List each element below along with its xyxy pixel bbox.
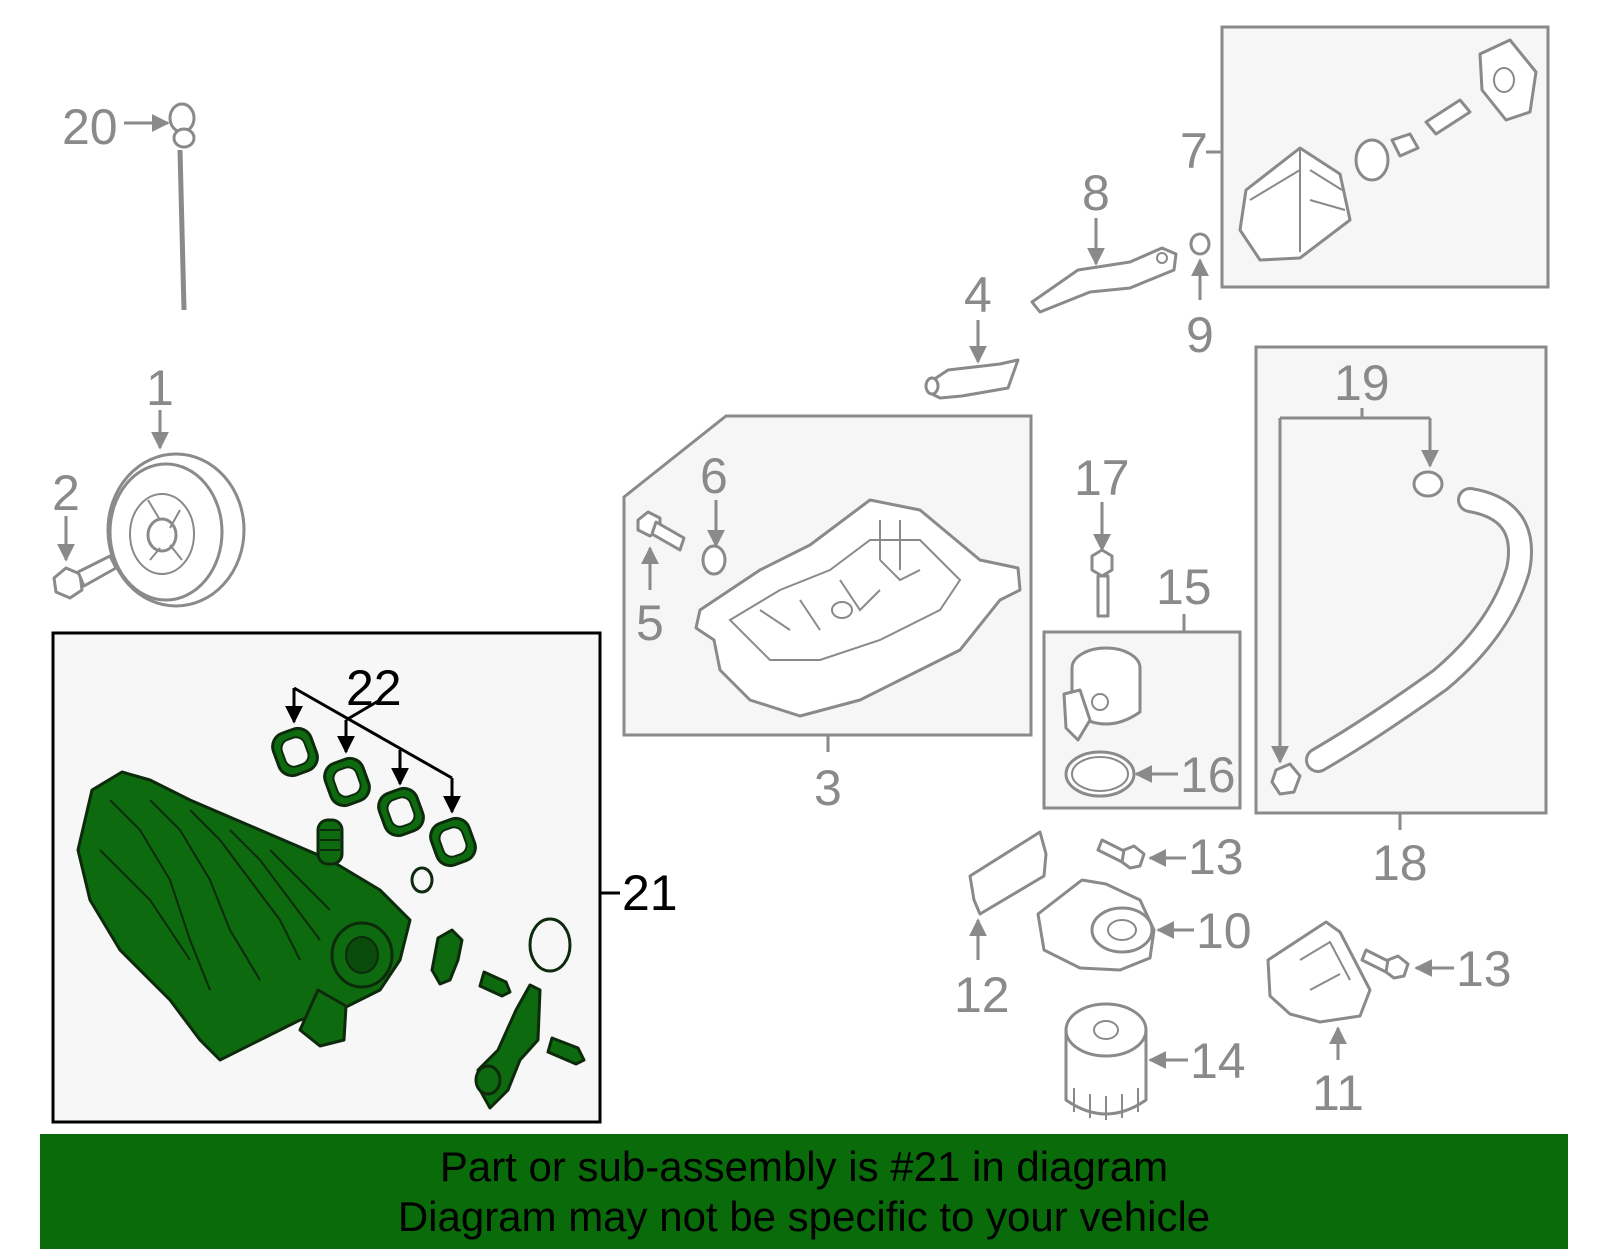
callout-3: 3 [814,760,842,816]
callout-8: 8 [1082,165,1110,221]
bolt-part-2: 2 [52,465,118,600]
oil-pipe-part-8: 8 [1030,165,1178,314]
callout-1: 1 [146,360,174,416]
oil-cooler-group-15: 15 16 [1042,559,1242,810]
gasket-part-22 [271,726,477,868]
hose-group-18: 18 19 [1254,345,1548,891]
callout-5: 5 [636,595,664,651]
o-ring-part-6 [701,544,727,576]
o-ring-large [528,917,572,973]
callout-14: 14 [1190,1033,1246,1089]
clamp-part-19a [1412,470,1444,498]
oil-pan-group-3: 3 6 5 [622,414,1033,816]
callout-19: 19 [1334,355,1390,411]
intake-manifold-group-21: 21 22 [51,631,678,1124]
callout-22: 22 [346,660,402,716]
callout-9: 9 [1186,307,1214,363]
oil-pump-group-7: 7 [1180,25,1550,289]
callout-21: 21 [622,865,678,921]
callout-6: 6 [700,448,728,504]
bracket-part-4: 4 [924,267,1020,400]
oil-filter-part-14: 14 [1064,1002,1246,1120]
callout-7: 7 [1180,123,1208,179]
seal-part-9: 9 [1186,232,1214,363]
callout-17: 17 [1074,450,1130,506]
crankshaft-pulley-part-1: 1 [106,360,246,608]
callout-18: 18 [1372,835,1428,891]
callout-2: 2 [52,465,80,521]
callout-15: 15 [1156,559,1212,615]
banner-line-1: Part or sub-assembly is #21 in diagram [439,1142,1169,1190]
bolt-part-13a: 13 [1096,829,1244,885]
gasket-part-12: 12 [954,830,1048,1023]
intake-manifold-body [76,770,412,1062]
banner-line-2: Diagram may not be specific to your vehi… [397,1192,1211,1240]
info-banner: Part or sub-assembly is #21 in diagram D… [40,1134,1568,1249]
callout-4: 4 [964,267,992,323]
oil-pump-part-7 [1238,38,1538,262]
dipstick-part-20: 20 [62,99,196,311]
o-ring-small [410,866,434,894]
callout-13b: 13 [1456,941,1512,997]
callout-13a: 13 [1188,829,1244,885]
filter-adapter-part-10: 10 [1036,878,1252,972]
callout-10: 10 [1196,903,1252,959]
gasket-part-16 [1064,750,1136,798]
callout-20: 20 [62,99,118,155]
callout-11: 11 [1312,1065,1364,1121]
callout-16: 16 [1180,747,1236,803]
oil-pan-part-3 [694,498,1022,718]
bolt-part-17: 17 [1074,450,1130,618]
callout-12: 12 [954,967,1010,1023]
bracket-part-11: 11 [1266,920,1372,1121]
oil-cooler-part-15 [1062,646,1142,742]
bolt-part-13b: 13 [1360,941,1512,997]
clamp-part-19b [1270,762,1302,796]
